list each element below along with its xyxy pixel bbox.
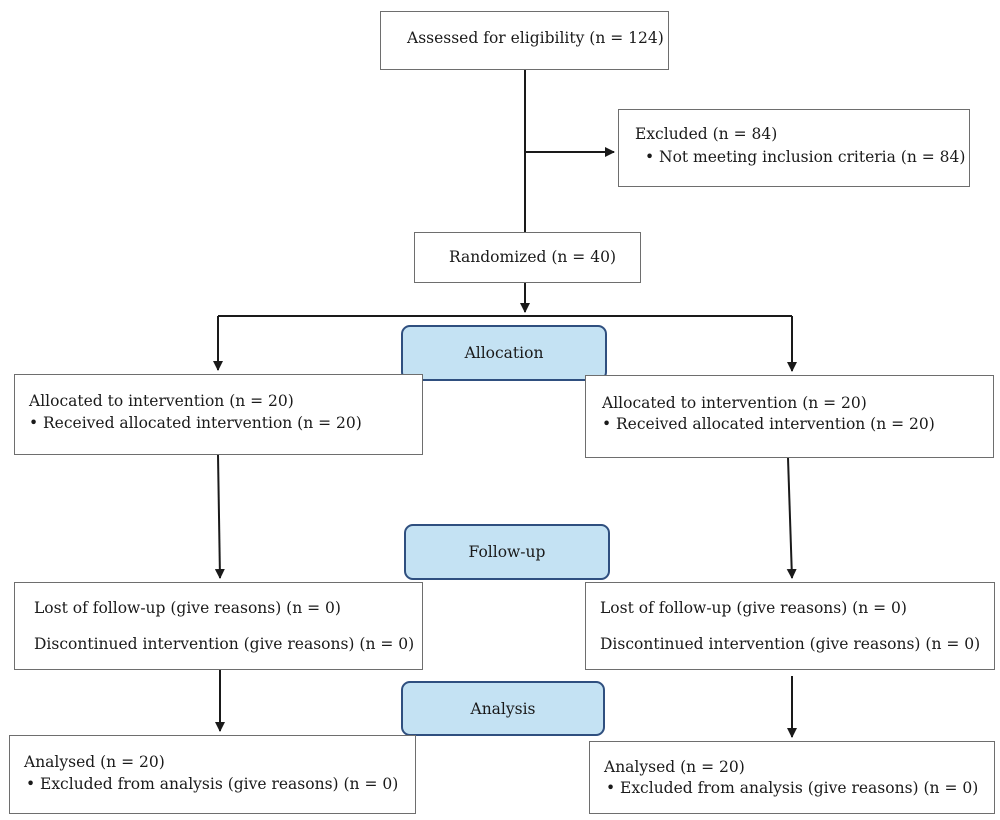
right-lost-text: Lost of follow-up (give reasons) (n = 0) xyxy=(600,599,907,617)
left-analysed-text: Analysed (n = 20) xyxy=(24,753,165,771)
randomized-text: Randomized (n = 40) xyxy=(449,248,616,266)
left-analysis-box: Analysed (n = 20) Excluded from analysis… xyxy=(9,735,416,814)
left-lost-text: Lost of follow-up (give reasons) (n = 0) xyxy=(34,599,341,617)
right-discontinued-text: Discontinued intervention (give reasons)… xyxy=(600,635,981,653)
left-allocated-text: Allocated to intervention (n = 20) xyxy=(29,392,294,410)
left-received-text: Received allocated intervention (n = 20) xyxy=(29,414,362,432)
randomized-box: Randomized (n = 40) xyxy=(414,232,641,283)
stage-allocation: Allocation xyxy=(401,325,607,381)
excluded-reason: Not meeting inclusion criteria (n = 84) xyxy=(645,148,965,166)
assessed-text: Assessed for eligibility (n = 124) xyxy=(407,29,664,47)
left-discontinued-text: Discontinued intervention (give reasons)… xyxy=(34,635,415,653)
right-allocated-box: Allocated to intervention (n = 20) Recei… xyxy=(585,375,994,458)
right-followup-box: Lost of follow-up (give reasons) (n = 0)… xyxy=(585,582,995,670)
right-excluded-analysis-text: Excluded from analysis (give reasons) (n… xyxy=(606,779,978,797)
left-followup-box: Lost of follow-up (give reasons) (n = 0)… xyxy=(14,582,423,670)
arrow-left-allocated-followup xyxy=(214,454,225,579)
arrow-right-allocated-followup xyxy=(786,457,797,579)
right-analysis-box: Analysed (n = 20) Excluded from analysis… xyxy=(589,741,995,814)
left-excluded-analysis-text: Excluded from analysis (give reasons) (n… xyxy=(26,775,398,793)
right-allocated-text: Allocated to intervention (n = 20) xyxy=(602,394,867,412)
excluded-title: Excluded (n = 84) xyxy=(635,125,778,143)
left-allocated-box: Allocated to intervention (n = 20) Recei… xyxy=(14,374,423,455)
right-received-text: Received allocated intervention (n = 20) xyxy=(602,415,935,433)
stage-analysis: Analysis xyxy=(401,681,605,736)
stage-followup: Follow-up xyxy=(404,524,610,580)
assessed-box: Assessed for eligibility (n = 124) xyxy=(380,11,669,70)
right-analysed-text: Analysed (n = 20) xyxy=(604,758,745,776)
excluded-box: Excluded (n = 84) Not meeting inclusion … xyxy=(618,109,970,187)
